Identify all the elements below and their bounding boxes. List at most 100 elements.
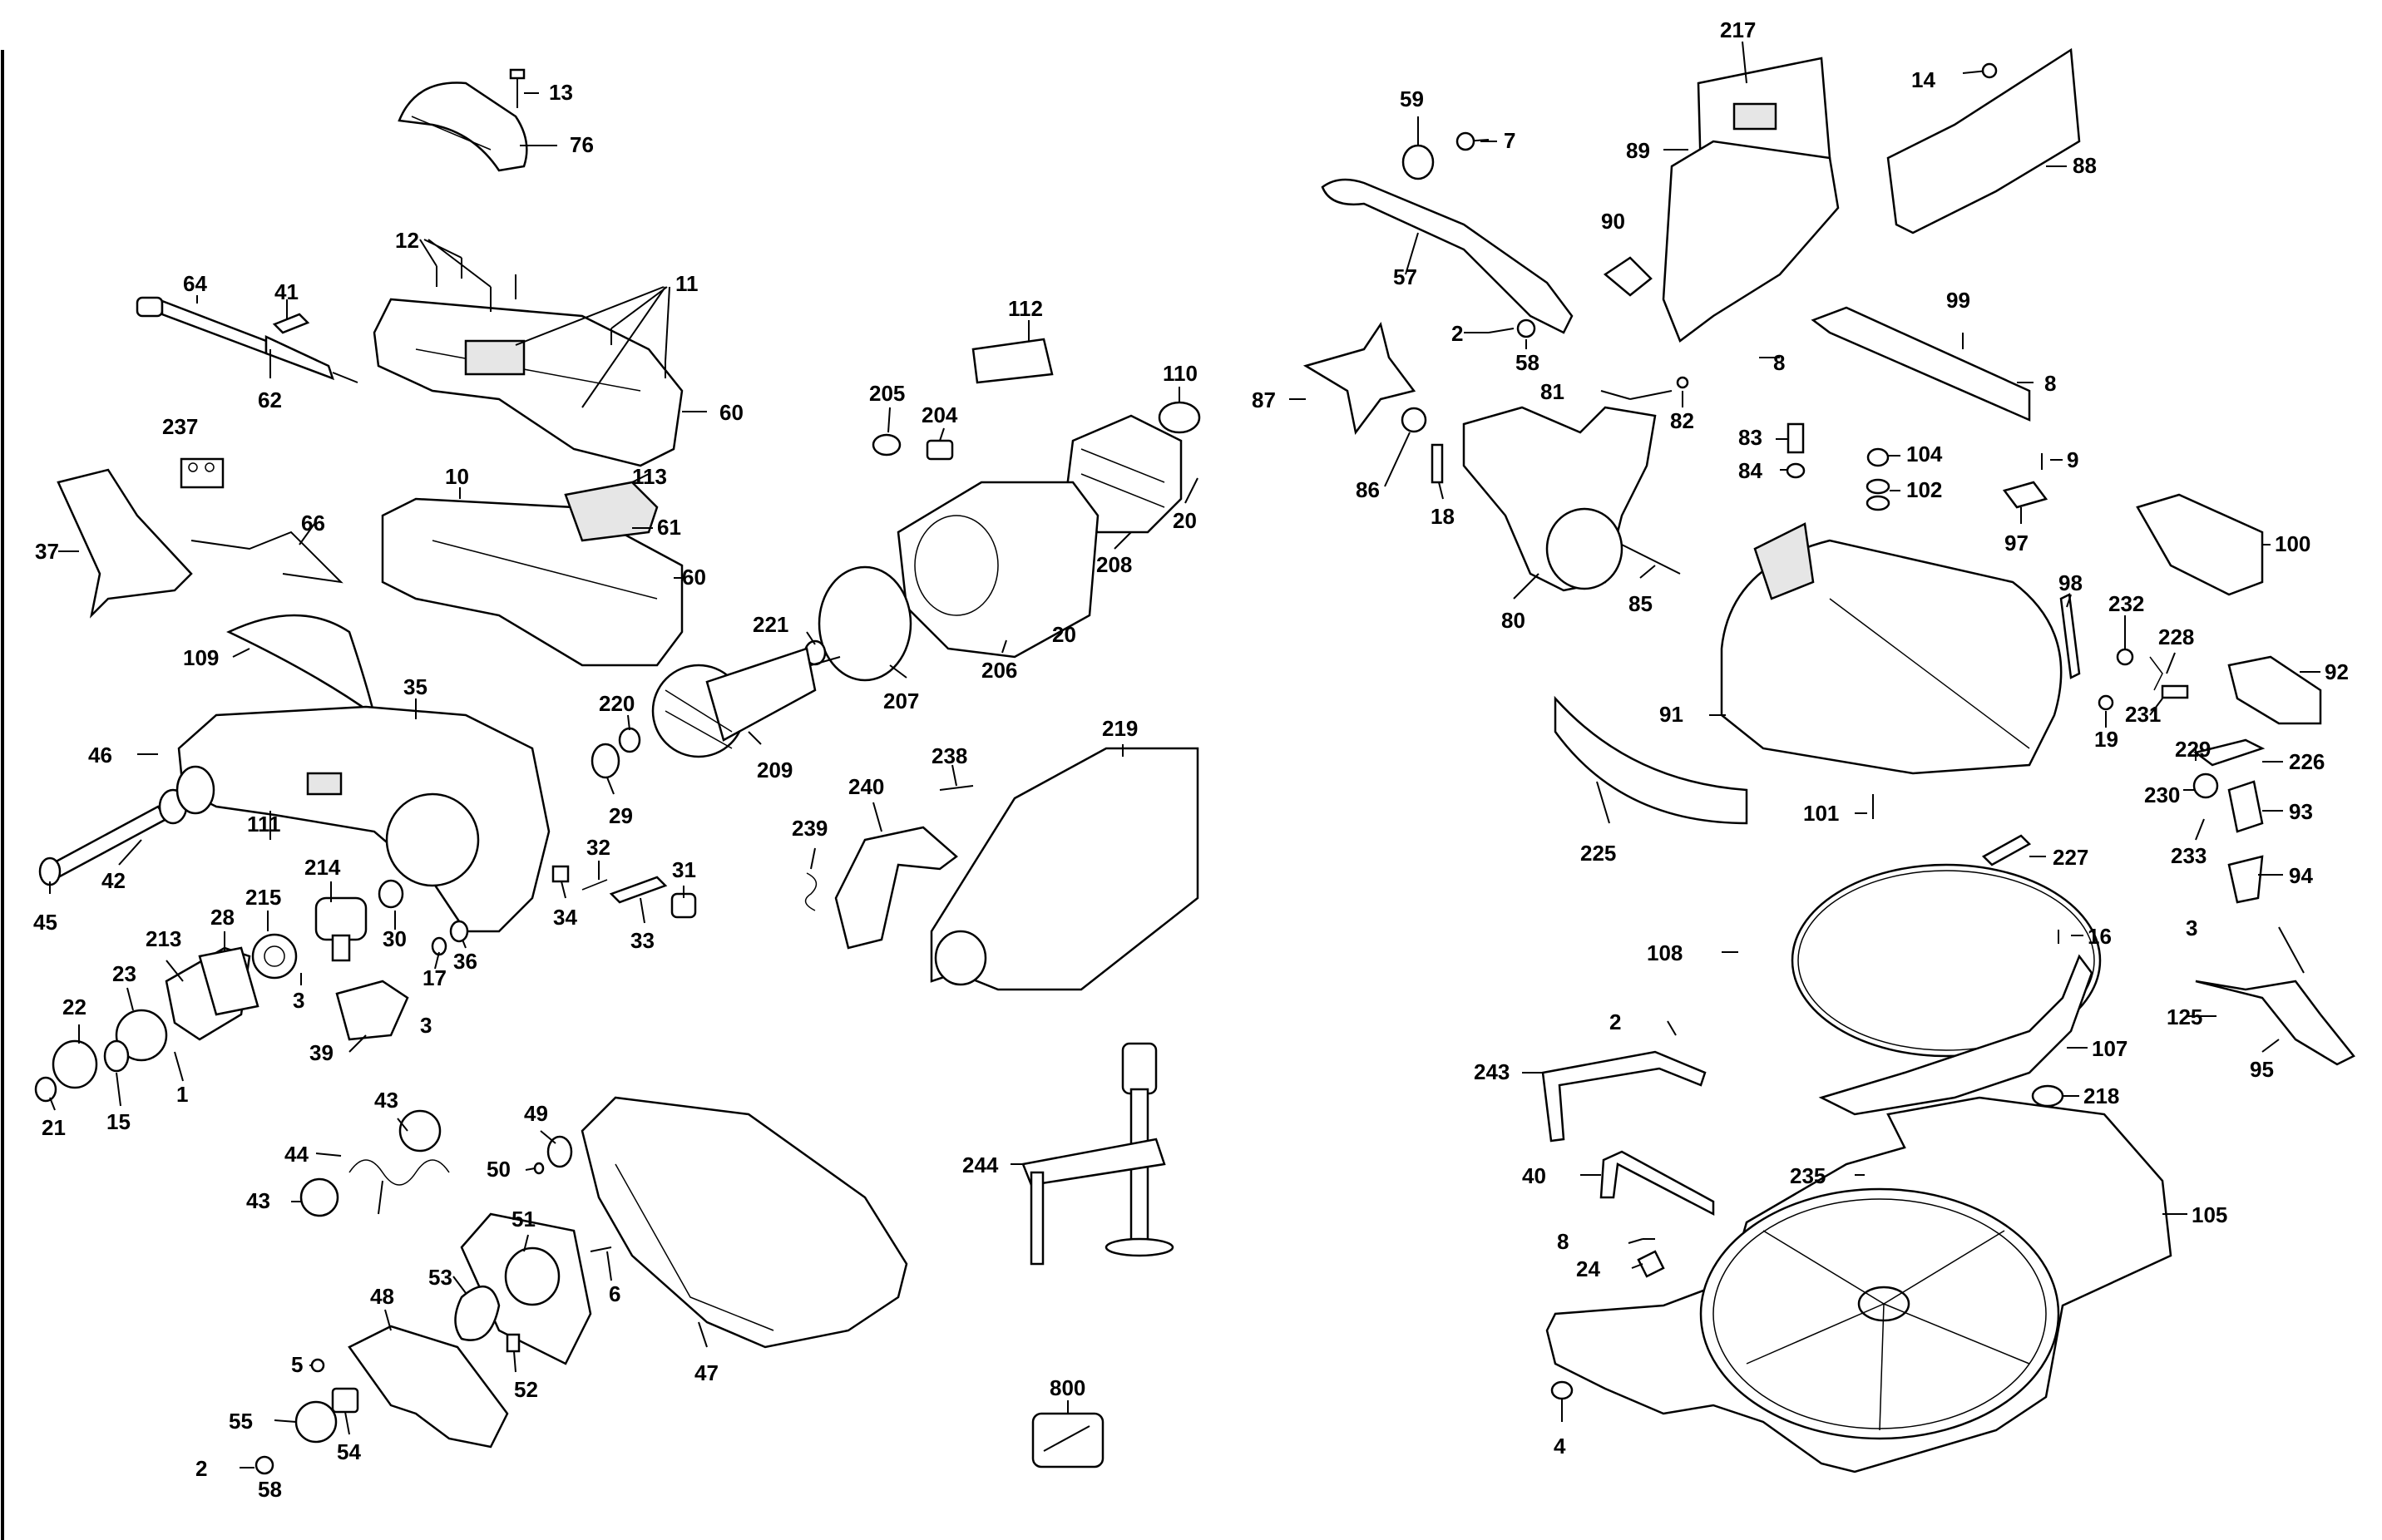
label-13: 13 xyxy=(549,80,573,105)
label-99: 99 xyxy=(1946,288,1970,313)
part-plate-51-hole xyxy=(504,1246,561,1306)
label-213: 213 xyxy=(146,926,181,951)
label-8-lower: 8 xyxy=(1557,1229,1569,1254)
part-guard-48 xyxy=(348,1325,509,1449)
label-229: 229 xyxy=(2175,737,2211,762)
part-cord-66 xyxy=(190,531,343,584)
part-arm-housing xyxy=(177,705,551,933)
label-101: 101 xyxy=(1803,801,1839,826)
label-18: 18 xyxy=(1431,504,1455,529)
label-204: 204 xyxy=(922,402,958,427)
part-pin-227 xyxy=(1981,834,2032,866)
label-10: 10 xyxy=(445,464,469,489)
label-800: 800 xyxy=(1050,1375,1085,1400)
part-spring-44 xyxy=(299,1109,450,1217)
label-111: 111 xyxy=(247,812,281,837)
label-55: 55 xyxy=(229,1409,253,1434)
part-rail-99 xyxy=(1811,306,2031,422)
label-219: 219 xyxy=(1102,716,1138,741)
label-57: 57 xyxy=(1393,264,1417,289)
part-labels: 13 76 12 11 64 41 62 60 237 10 113 61 60… xyxy=(33,17,2349,1502)
label-228: 228 xyxy=(2158,624,2194,649)
label-235: 235 xyxy=(1790,1163,1826,1188)
label-21: 21 xyxy=(42,1115,66,1140)
part-2-58-right xyxy=(1488,318,1536,338)
label-209: 209 xyxy=(757,758,793,782)
label-36: 36 xyxy=(453,949,477,974)
part-spindle xyxy=(251,896,368,980)
label-3-left: 3 xyxy=(293,988,304,1013)
part-screw-2-right xyxy=(1667,1020,1677,1036)
part-lever-240 xyxy=(804,785,974,950)
part-screw-14 xyxy=(1962,62,1998,79)
label-233: 233 xyxy=(2171,843,2207,868)
label-17: 17 xyxy=(423,965,447,990)
label-206: 206 xyxy=(981,658,1017,683)
part-bracket-39 xyxy=(335,980,409,1041)
part-arm-57 xyxy=(1321,178,1574,334)
label-35: 35 xyxy=(403,674,427,699)
label-14: 14 xyxy=(1911,67,1935,92)
label-20-lower: 20 xyxy=(1052,622,1076,647)
part-cap-112 xyxy=(971,338,1054,384)
label-64: 64 xyxy=(183,271,207,296)
part-rod-243 xyxy=(1541,1050,1707,1143)
part-800-kit xyxy=(1031,1412,1105,1468)
label-5: 5 xyxy=(291,1352,303,1377)
label-105: 105 xyxy=(2192,1202,2227,1227)
label-91: 91 xyxy=(1659,702,1683,727)
label-46: 46 xyxy=(88,743,112,768)
part-pin-85 xyxy=(1621,544,1681,575)
label-107: 107 xyxy=(2092,1036,2127,1061)
label-49: 49 xyxy=(524,1101,548,1126)
label-47: 47 xyxy=(694,1360,719,1385)
label-3-right: 3 xyxy=(2186,916,2197,940)
part-92 xyxy=(2227,655,2322,725)
label-33: 33 xyxy=(630,928,655,953)
label-32: 32 xyxy=(586,835,610,860)
label-1: 1 xyxy=(176,1082,188,1107)
label-24: 24 xyxy=(1576,1256,1600,1281)
label-85: 85 xyxy=(1628,591,1653,616)
label-42: 42 xyxy=(101,868,126,893)
label-220: 220 xyxy=(599,691,635,716)
label-34: 34 xyxy=(553,905,577,930)
part-98 xyxy=(2059,593,2081,679)
label-230: 230 xyxy=(2144,782,2180,807)
part-clamp-244 xyxy=(1021,1042,1174,1266)
label-54: 54 xyxy=(337,1439,361,1464)
part-handle-rod xyxy=(136,296,358,383)
label-16: 16 xyxy=(2088,924,2112,949)
part-cap-110 xyxy=(1158,401,1201,434)
label-112: 112 xyxy=(1008,296,1043,321)
label-238: 238 xyxy=(932,743,967,768)
label-12: 12 xyxy=(395,228,419,253)
part-armature xyxy=(651,647,841,758)
label-89: 89 xyxy=(1626,138,1650,163)
label-19: 19 xyxy=(2094,727,2118,752)
part-49-50 xyxy=(533,1135,573,1175)
label-86: 86 xyxy=(1356,477,1380,502)
part-95-group xyxy=(2187,926,2355,1066)
label-88: 88 xyxy=(2073,153,2097,178)
part-ring-108 xyxy=(1791,863,2102,1058)
part-base-105 xyxy=(1545,1096,2172,1473)
label-109: 109 xyxy=(183,645,219,670)
label-59: 59 xyxy=(1400,86,1424,111)
label-231: 231 xyxy=(2125,702,2161,727)
label-80: 80 xyxy=(1501,608,1525,633)
part-kerf-plate xyxy=(1818,954,2093,1116)
part-screw-13 xyxy=(509,68,526,108)
label-29: 29 xyxy=(609,803,633,828)
label-82: 82 xyxy=(1670,408,1694,433)
label-2-right: 2 xyxy=(1451,321,1463,346)
part-83-84 xyxy=(1786,422,1806,479)
label-43-lower: 43 xyxy=(246,1188,270,1213)
label-244: 244 xyxy=(962,1153,999,1177)
leader-lines xyxy=(49,41,2320,1435)
label-95: 95 xyxy=(2250,1057,2274,1082)
label-110: 110 xyxy=(1163,361,1198,386)
label-92: 92 xyxy=(2325,659,2349,684)
label-100: 100 xyxy=(2275,531,2310,556)
